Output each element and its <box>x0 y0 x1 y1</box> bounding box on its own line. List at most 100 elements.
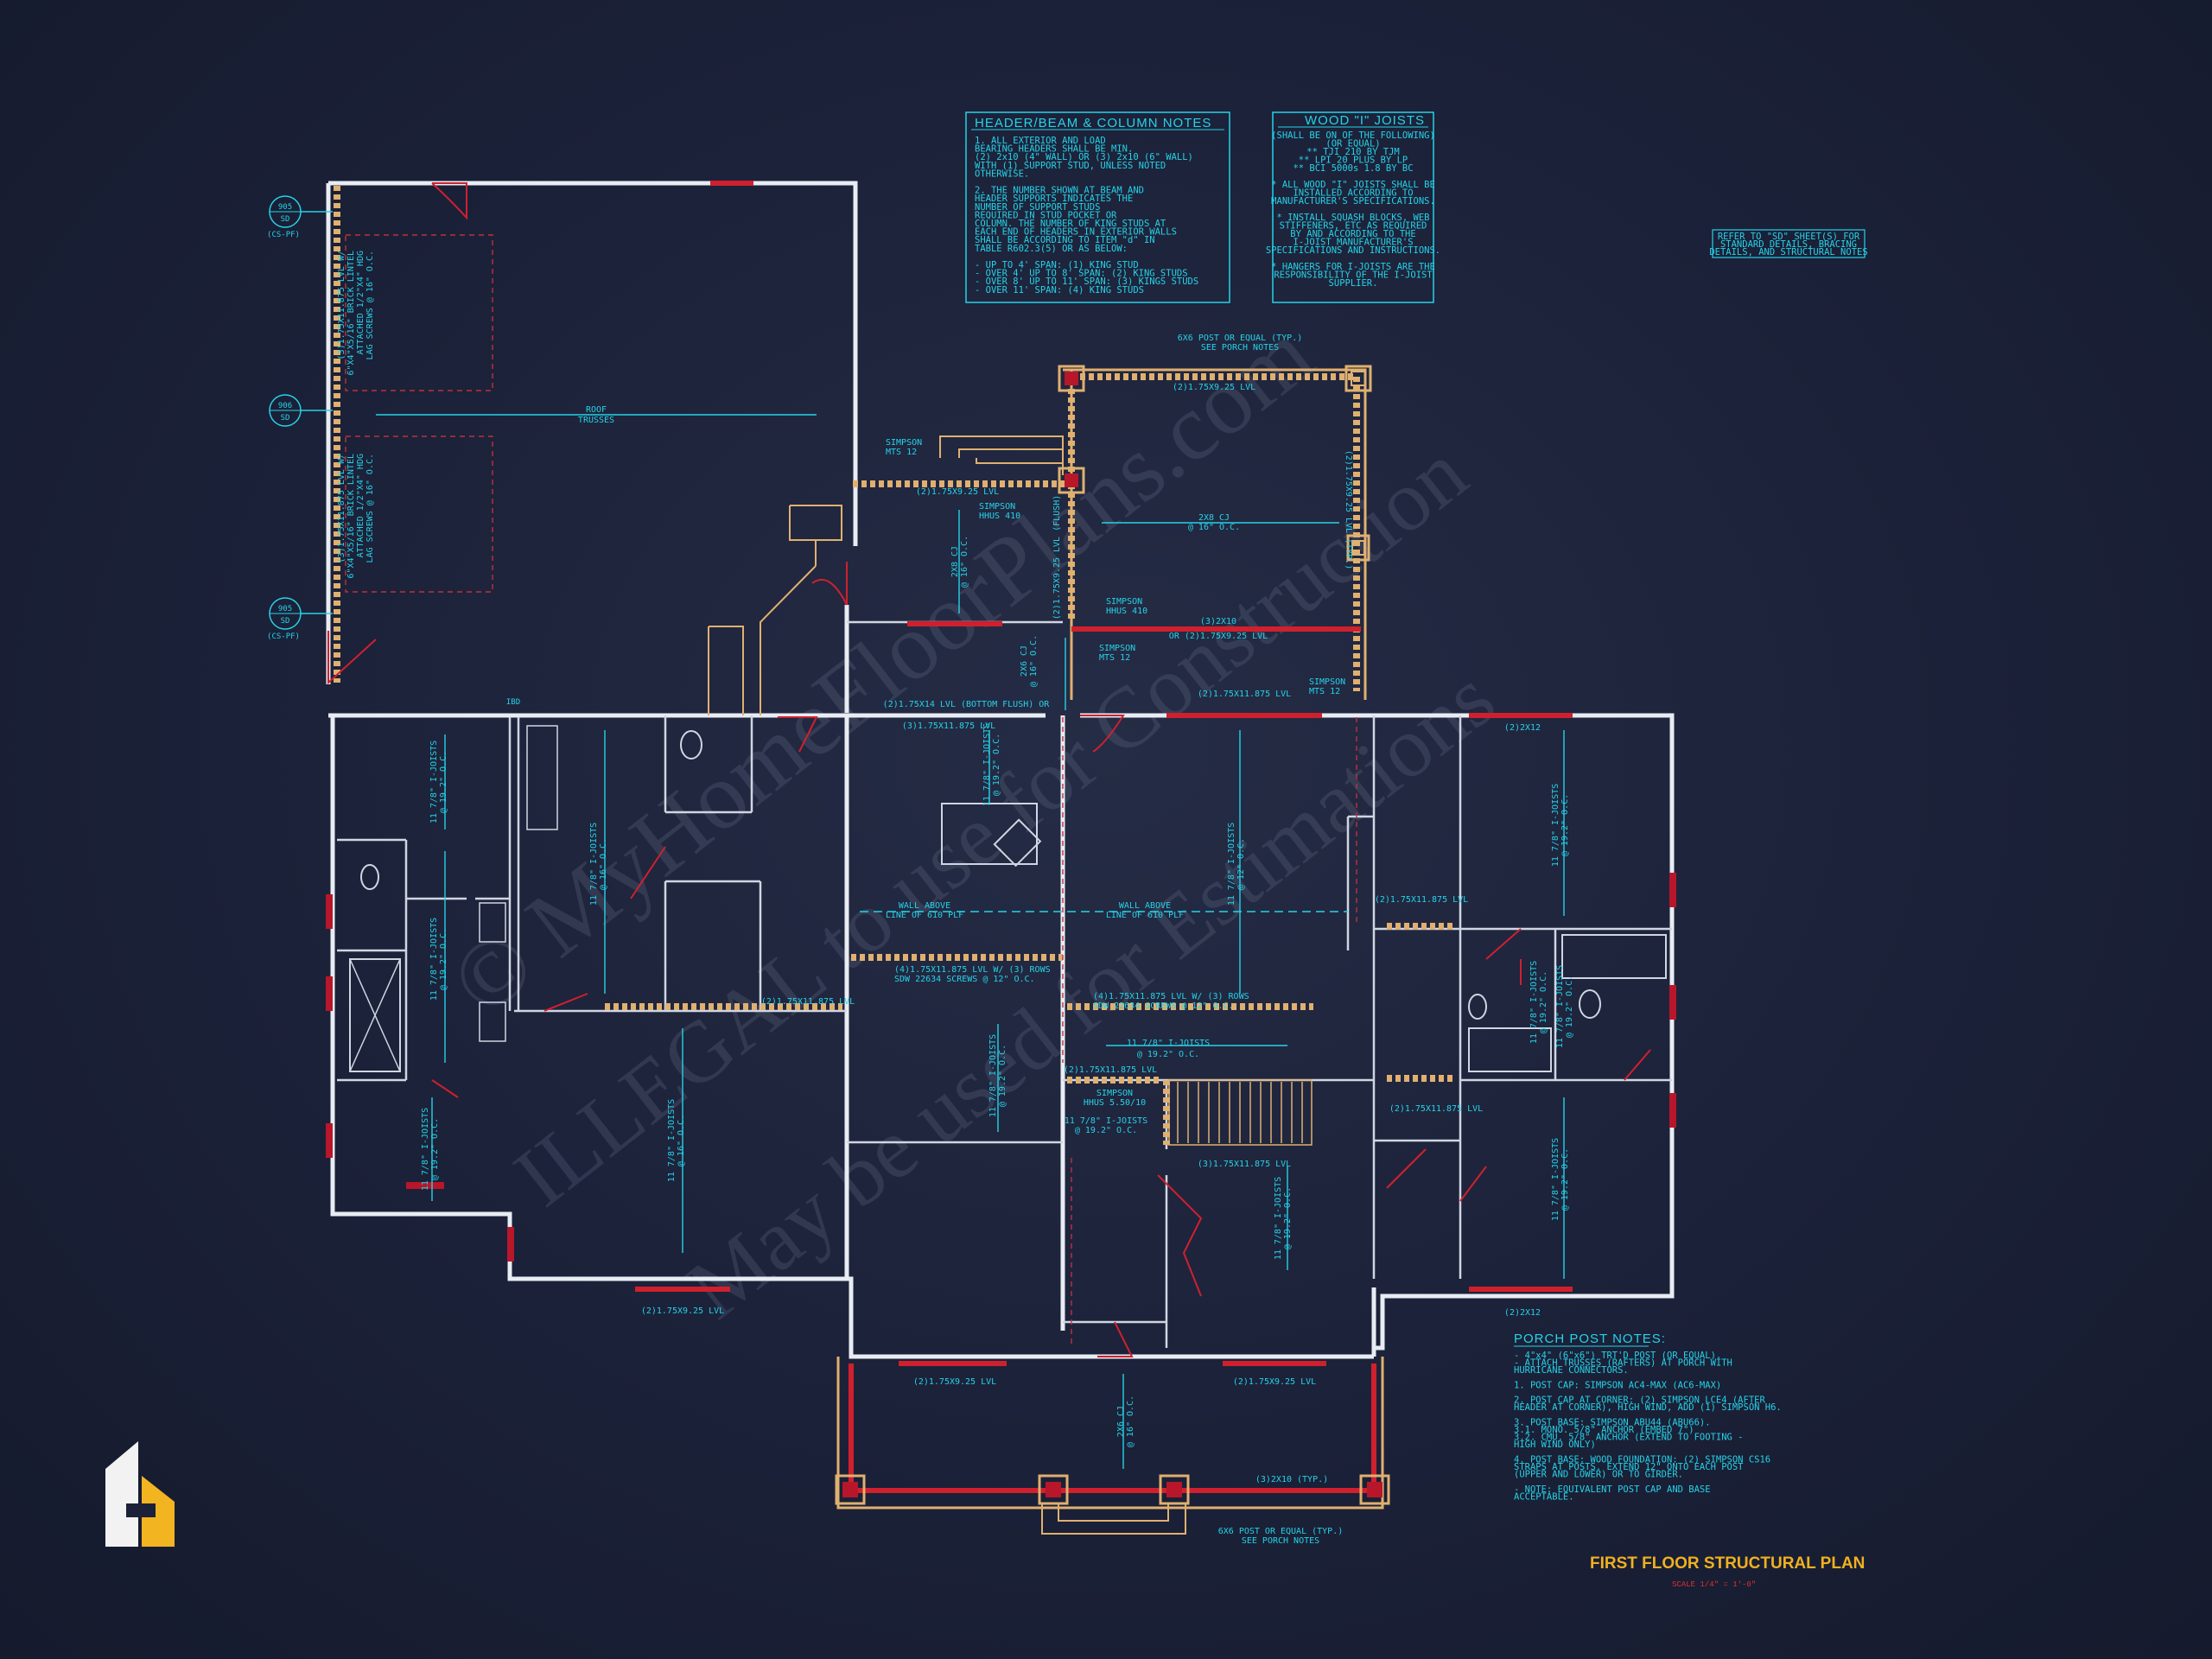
joist-note-line: MANUFACTURER'S SPECIFICATIONS. <box>1271 196 1435 207</box>
house-logo-icon <box>105 1441 175 1547</box>
porch-notes-title: PORCH POST NOTES: <box>1514 1332 1666 1346</box>
plan-scale: SCALE 1/4" = 1'-0" <box>1672 1580 1756 1589</box>
label-text: SIMPSON <box>1309 677 1345 687</box>
label-text: (4)1.75X11.875 LVL W/ (3) ROWS <box>1093 992 1249 1001</box>
label-text: SDW 22634 SCREWS @ 12" O.C. <box>894 975 1035 984</box>
post-label: 6X6 POST OR EQUAL (TYP.) <box>1218 1527 1344 1536</box>
label-text: OR (2)1.75X9.25 LVL <box>1169 632 1268 641</box>
joist-note-line: ** LPI 20 PLUS BY LP <box>1299 156 1408 166</box>
label-text: 11 7/8" I-JOISTS <box>988 1034 998 1117</box>
header-note-line: REQUIRED IN STUD POCKET OR <box>975 210 1117 220</box>
label-text: (2)1.75X9.25 LVL <box>916 487 999 497</box>
label-text: SIMPSON <box>979 502 1015 512</box>
label-text: (2)1.75X9.25 LVL (FLUSH) <box>1052 495 1062 620</box>
refer-note-line: STANDARD DETAILS, BRACING <box>1720 239 1857 250</box>
porch-post-notes: PORCH POST NOTES: - 4"x4" (6"x6") TRT'D … <box>1514 1332 1782 1502</box>
label-text: 11 7/8" I-JOISTS <box>982 723 992 806</box>
label-text: HHUS 410 <box>1106 607 1147 616</box>
label-text: 11 7/8" I-JOISTS <box>429 741 439 823</box>
label-text: @ 16" O.C. <box>1029 635 1039 687</box>
detail-tag-1[interactable]: 905 SD (CS-PF) <box>267 195 333 239</box>
detail-tag-2[interactable]: 906 SD <box>269 394 333 427</box>
label-text: (2)1.75X9.25 LVL <box>913 1377 996 1387</box>
porch-note-line: 3. POST BASE: SIMPSON ABU44 (ABU66). <box>1514 1417 1711 1427</box>
label-text: (2)1.75X14 LVL (BOTTOM FLUSH) OR <box>883 700 1051 709</box>
porch-note-line: 3.2. CMU. 5/8" ANCHOR (EXTEND TO FOOTING… <box>1514 1433 1744 1443</box>
label-text: HHUS 5.50/10 <box>1084 1098 1146 1108</box>
label-text: (2)1.75X11.875 LVL <box>1375 895 1468 905</box>
porch-note-line: STRAPS AT POSTS. EXTEND 12" ONTO EACH PO… <box>1514 1462 1744 1472</box>
joist-span-arrows <box>431 510 1565 1469</box>
joist-note-line: INSTALLED ACCORDING TO <box>1293 188 1413 199</box>
label-text: 2X8 CJ <box>950 546 960 577</box>
header-note-line: SHALL BE ACCORDING TO ITEM "d" IN <box>975 235 1155 245</box>
joist-note-line: STIFFENERS, ETC AS REQUIRED <box>1280 221 1427 232</box>
label-text: (3)2X10 (TYP.) <box>1255 1475 1328 1484</box>
label-text: @ 19.2" O.C. <box>998 1045 1007 1107</box>
label-text: @ 19.2" O.C. <box>439 928 448 990</box>
label-text: 11 7/8" I-JOISTS <box>421 1108 430 1191</box>
headers-and-beams <box>605 181 1573 1366</box>
label-text: (2)1.75X11.875 LVL <box>761 997 855 1007</box>
joist-note-line: ** BCI 5000s 1.8 BY BC <box>1293 163 1413 174</box>
label-text: @ 19.2" O.C. <box>439 751 448 813</box>
exterior-walls <box>326 181 1675 1359</box>
label-text: (2)1.75X11.875 LVL <box>1064 1065 1157 1075</box>
label-text: @ 19.2" O.C. <box>1560 1148 1570 1211</box>
front-porch <box>835 1357 1390 1535</box>
refer-note-line: DETAILS, AND STRUCTURAL NOTES <box>1709 247 1867 257</box>
label-text: 11 7/8" I-JOISTS <box>429 918 439 1001</box>
label-text: 11 7/8" I-JOISTS <box>1555 965 1565 1048</box>
refer-note-line: REFER TO "SD" SHEET(S) FOR <box>1718 232 1860 242</box>
svg-text:905: 905 <box>278 203 292 212</box>
label-text: 2X6 CJ <box>1116 1406 1126 1437</box>
label-text: MTS 12 <box>1099 653 1130 663</box>
lintel-label: ATTACHED 1/2"X4" HDG <box>356 454 365 557</box>
header-note-line: 2. THE NUMBER SHOWN AT BEAM AND <box>975 186 1144 196</box>
joist-note-line: SPECIFICATIONS AND INSTRUCTIONS. <box>1266 245 1440 256</box>
detail-tag-3[interactable]: 905 SD (CS-PF) <box>267 597 333 641</box>
header-note-line: WITH (1) SUPPORT STUD, UNLESS NOTED <box>975 161 1166 171</box>
joist-note-line: (SHALL BE ON OF THE FOLLOWING) <box>1271 130 1435 141</box>
post-label: SEE PORCH NOTES <box>1242 1536 1319 1546</box>
lintel-label: LAG SCREWS @ 16" O.C. <box>365 454 375 563</box>
post-label: 6X6 POST OR EQUAL (TYP.) <box>1178 334 1303 343</box>
lintel-label: ATTACHED 1/2"X4" HDG <box>356 251 365 354</box>
label-text: @ 16" O.C. <box>599 838 608 890</box>
lintel-label: (3)1.75X11.875 LVL W/ <box>337 454 346 563</box>
svg-text:SD: SD <box>281 414 290 423</box>
label-text: IBD <box>506 698 520 707</box>
label-text: MTS 12 <box>886 448 917 457</box>
label-text: (4)1.75X11.875 LVL W/ (3) ROWS <box>894 965 1051 975</box>
porch-note-line: HEADER AT CORNER), HIGH WIND, ADD (1) SI… <box>1514 1402 1782 1413</box>
header-note-line: - OVER 4' UP TO 8' SPAN: (2) KING STUDS <box>975 269 1188 279</box>
header-note-line: - UP TO 4' SPAN: (1) KING STUD <box>975 260 1139 270</box>
header-note-line: TABLE R602.3(5) OR AS BELOW: <box>975 244 1128 254</box>
title-block: FIRST FLOOR STRUCTURAL PLAN SCALE 1/4" =… <box>1590 1554 1865 1589</box>
label-text: 11 7/8" I-JOISTS <box>1127 1039 1210 1048</box>
label-text: (2)1.75X11.875 LVL <box>1198 690 1291 699</box>
label-text: SDW 22634 SCREWS @ 12" O.C. <box>1093 1001 1234 1011</box>
label-text: 11 7/8" I-JOISTS <box>1227 823 1236 906</box>
svg-text:906: 906 <box>278 402 292 410</box>
label-text: (3)1.75X11.875 LVL <box>902 721 995 731</box>
label-text: SIMPSON <box>1106 597 1142 607</box>
label-text: SIMPSON <box>1099 644 1135 653</box>
label-text: WALL ABOVE <box>1119 901 1171 911</box>
svg-text:SD: SD <box>281 617 290 626</box>
label-text: 11 7/8" I-JOISTS <box>1551 1138 1560 1221</box>
label-text: (2)1.75X9.25 LVL <box>641 1306 724 1316</box>
header-note-line: 1. ALL EXTERIOR AND LOAD <box>975 136 1106 146</box>
header-note-line: OTHERWISE. <box>975 168 1029 179</box>
label-text: (2)1.75X9.25 LVL (TYP.) <box>1344 450 1353 569</box>
joist-notes-title: WOOD "I" JOISTS <box>1305 113 1425 128</box>
roof-trusses-label-1: ROOF <box>586 405 607 415</box>
label-text: WALL ABOVE <box>899 901 950 911</box>
joist-note-line: SUPPLIER. <box>1329 278 1378 289</box>
header-beam-notes: HEADER/BEAM & COLUMN NOTES 1. ALL EXTERI… <box>965 111 1230 303</box>
structural-labels: (3)1.75X11.875 LVL W/6"X4"X5/16" BRICK L… <box>337 251 1574 1546</box>
lintel-label: 6"X4"X5/16" BRICK LINTEL <box>346 251 356 376</box>
header-note-line: EACH END OF HEADERS IN EXTERIOR WALLS <box>975 227 1177 238</box>
